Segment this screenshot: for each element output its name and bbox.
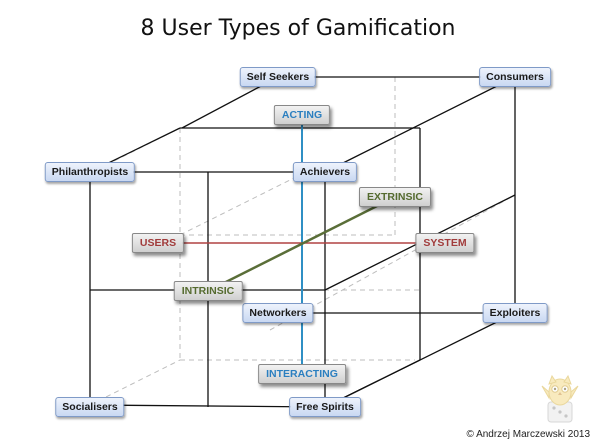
copyright-text: © Andrzej Marczewski 2013: [466, 429, 590, 440]
owl-on-dice-icon: [541, 374, 579, 423]
page-title: 8 User Types of Gamification: [140, 16, 456, 41]
axis-label-interacting: INTERACTING: [258, 364, 346, 384]
extrinsic-intrinsic-axis: [207, 195, 396, 293]
node-philanthropists: Philanthropists: [44, 162, 136, 182]
axis-label-acting: ACTING: [273, 105, 331, 125]
axis-label-extrinsic: EXTRINSIC: [358, 187, 432, 207]
axis-label-system: SYSTEM: [415, 233, 475, 253]
node-networkers: Networkers: [242, 303, 314, 323]
axis-label-users: USERS: [131, 233, 185, 253]
node-free-spirits: Free Spirits: [289, 397, 361, 417]
axis-label-intrinsic: INTRINSIC: [173, 281, 243, 301]
node-consumers: Consumers: [479, 67, 551, 87]
node-exploiters: Exploiters: [482, 303, 548, 323]
node-socialisers: Socialisers: [55, 397, 125, 417]
node-achievers: Achievers: [292, 162, 358, 182]
node-self-seekers: Self Seekers: [239, 67, 317, 87]
